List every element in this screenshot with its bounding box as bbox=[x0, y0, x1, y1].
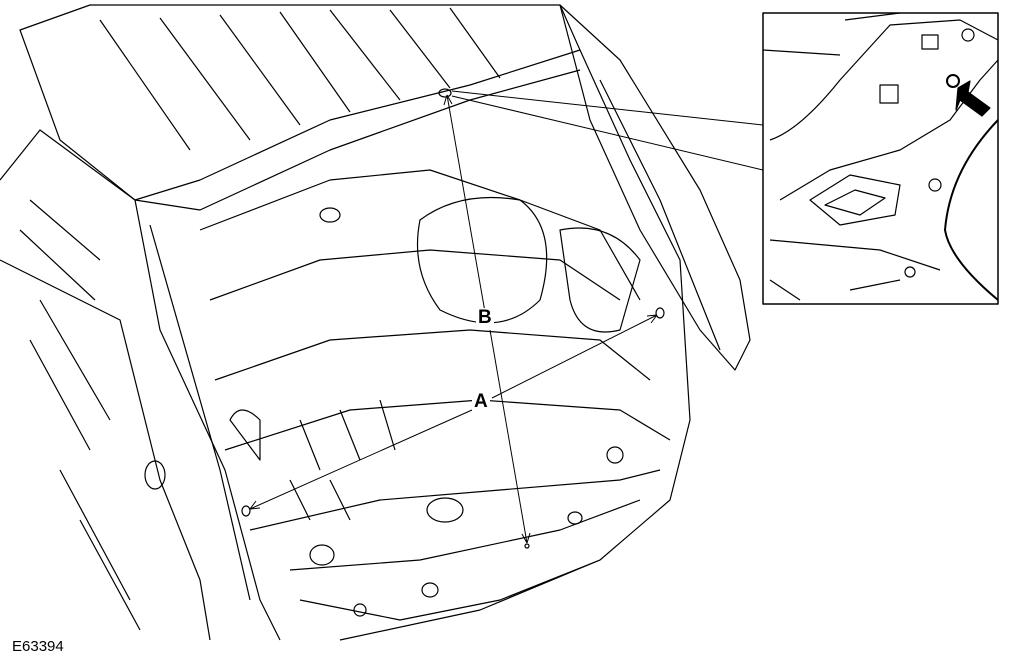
leader-lines bbox=[249, 90, 764, 544]
callout-label-b: B bbox=[476, 307, 494, 328]
hole-b-upper bbox=[438, 88, 452, 98]
hole-b-lower bbox=[524, 543, 530, 549]
right-side-panel bbox=[339, 4, 751, 641]
floor-details bbox=[199, 169, 671, 621]
hole-a-right bbox=[655, 307, 665, 319]
hole-a-left bbox=[241, 505, 251, 517]
callout-label-a: A bbox=[472, 391, 490, 412]
roof-outline bbox=[19, 4, 581, 211]
arrow-icon bbox=[955, 80, 991, 117]
inset-detail bbox=[762, 12, 999, 305]
inset-target-hole bbox=[946, 74, 960, 88]
left-side-panel bbox=[0, 129, 281, 641]
figure-reference: E63394 bbox=[12, 638, 64, 655]
